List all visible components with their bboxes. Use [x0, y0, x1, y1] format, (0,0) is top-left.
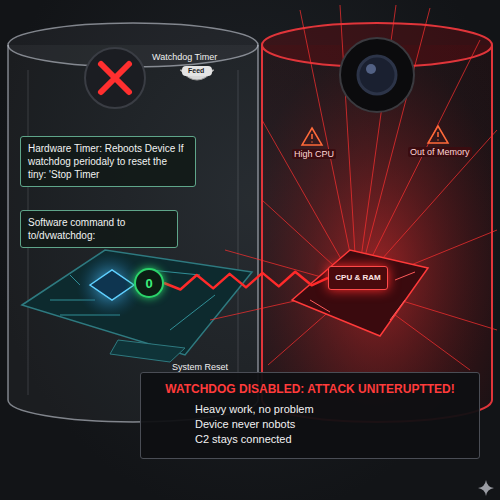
warning-label: High CPU [292, 149, 336, 159]
part-label: System Reset [172, 362, 228, 372]
warning-icons [302, 126, 448, 145]
warning-label: Out of Memory [408, 147, 472, 157]
node-text: 0 [145, 276, 152, 291]
cpu-chip: CPU & RAM [328, 266, 388, 290]
node-text: WATCHDOG DISABLED: ATTACK UNITERUPTTED! [149, 382, 471, 398]
part-label: Watchdog Timer [152, 52, 217, 62]
camera-icon [340, 38, 414, 112]
node-text: CPU & RAM [335, 273, 380, 282]
attack-signal [164, 272, 328, 290]
node-text: Heavy work, no problem [149, 402, 471, 417]
alert-panel: WATCHDOG DISABLED: ATTACK UNITERUPTTED! H… [140, 372, 480, 459]
sparkle-mark [478, 480, 494, 496]
disabled-timer-icon [85, 48, 145, 108]
icon-label: Feed [188, 67, 204, 74]
command-box: Software command to to/dvwatchdog: [20, 210, 178, 248]
attacked-board [292, 250, 428, 336]
counter-circle: 0 [134, 268, 164, 298]
node-text: Device never nobots [149, 417, 471, 432]
circuit-board [22, 250, 252, 362]
feed-icon [180, 66, 214, 80]
node-text: Hardware Timer: Reboots Device If watchd… [28, 143, 184, 180]
watchdog-cylinder [8, 23, 258, 422]
node-text: C2 stays connected [149, 432, 471, 447]
node-text: Software command to to/dvwatchdog: [28, 217, 125, 241]
attack-rays [210, 5, 497, 370]
attacked-cylinder [262, 23, 492, 422]
timer-box: Hardware Timer: Reboots Device If watchd… [20, 136, 196, 187]
